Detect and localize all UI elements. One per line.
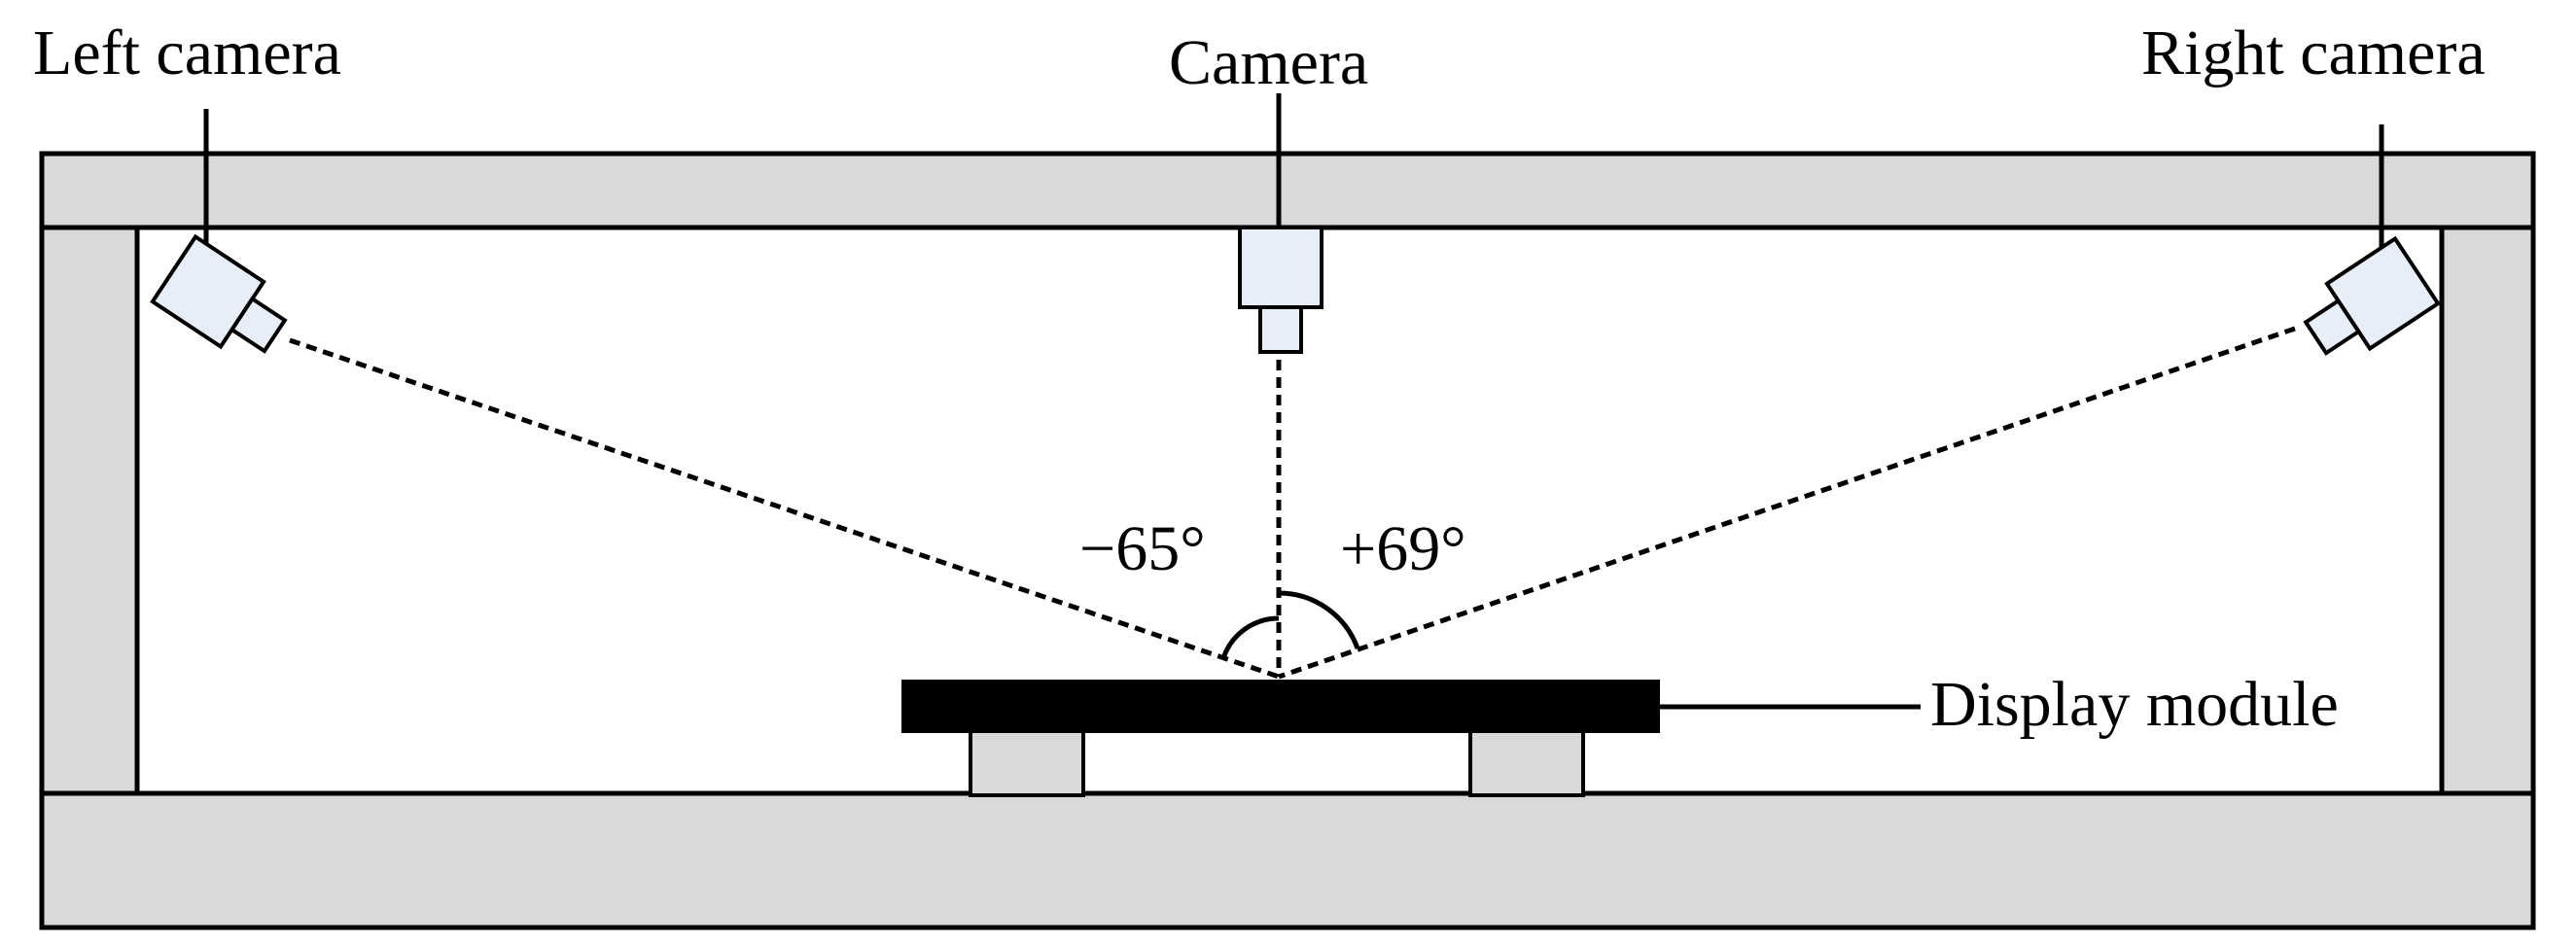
right-angle-label: +69° xyxy=(1340,513,1466,584)
center-camera-label: Camera xyxy=(1169,27,1368,98)
display-module-label: Display module xyxy=(1930,669,2339,740)
enclosure-frame xyxy=(39,151,2536,930)
left-angle-arc xyxy=(1220,615,1280,659)
left-angle-label: −65° xyxy=(1079,513,1206,584)
support-right xyxy=(1468,729,1585,797)
center-camera-icon xyxy=(1238,226,1323,354)
right-camera-label: Right camera xyxy=(2141,18,2486,88)
support-left xyxy=(969,729,1085,797)
frame-top-beam xyxy=(39,151,2536,230)
frame-right-wall xyxy=(2439,225,2536,796)
display-module xyxy=(901,680,1660,733)
right-angle-arc xyxy=(1278,590,1360,649)
frame-base xyxy=(39,790,2536,930)
right-camera-icon xyxy=(2303,235,2441,356)
frame-left-wall xyxy=(39,225,140,796)
left-camera-label: Left camera xyxy=(33,18,341,88)
left-camera-sight-line xyxy=(289,337,1280,680)
right-camera-sight-line xyxy=(1278,326,2296,680)
left-camera-icon xyxy=(150,233,288,354)
